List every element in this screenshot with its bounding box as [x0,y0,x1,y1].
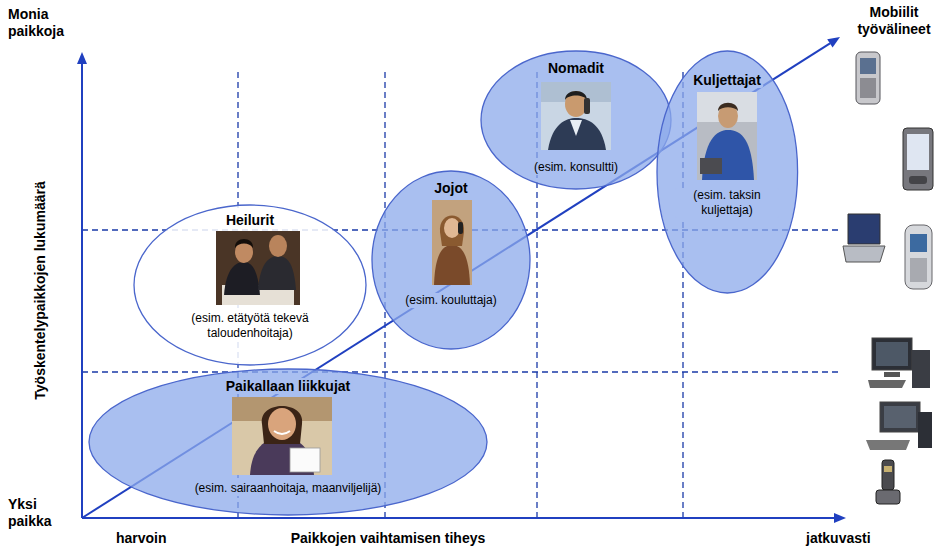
example-text: (esim. taksin kuljettaja) [675,188,779,218]
photo-jojo-part [444,218,460,238]
trend-arrow-part [82,43,830,518]
column-heading: Mobiilit työvälineet [852,4,936,38]
photo-stationary [232,397,332,475]
mobile-phone-icon-part [910,234,927,252]
desktop-computer-icon-part [912,350,930,388]
desktop-computer-icon-part [918,412,932,448]
mobile-phone-icon-part [860,58,876,74]
mobile-phone-icon-part [905,225,932,289]
laptop-icon-part [848,214,880,244]
pda-icon-part [903,128,933,190]
axis-label: jatkuvasti [806,530,906,547]
photo-nomad-part [584,98,590,114]
desktop-computer-icon-part [872,338,912,370]
grid-lines [82,72,840,518]
photo-driver-part [697,92,757,180]
example-text: (esim. etätyötä tekevä taloudenhoitaja) [173,311,327,341]
desktop-computer-icon-part [884,372,900,377]
photo-driver-part [718,103,738,111]
photo-jojo-part [432,200,472,285]
mobile-phone-icon-part [856,52,880,104]
example-text: (esim. kouluttaja) [403,293,498,308]
axis-lines-part [834,513,846,523]
photo-pendulum-part [258,256,296,290]
category-title: Paikallaan liikkujat [224,378,353,394]
laptop-icon [843,214,885,262]
pda-icon-part [909,176,927,184]
desktop-computer-icon-part [866,440,910,450]
axis-title: Työskentelypaikkojen lukumäärä [32,171,49,411]
mobile-phone-icon [905,225,932,289]
cordless-phone-icon-part [884,466,892,472]
photo-nomad-part [541,82,611,150]
photo-driver-part [700,158,722,174]
category-title: Heilurit [224,212,276,228]
ellipse-shape [89,369,487,515]
desktop-computer-icon-part [884,406,916,428]
example-text: (esim. konsultti) [532,160,620,175]
photo-stationary-part [262,406,302,444]
photo-nomad [541,82,611,150]
axis-lines-part [82,517,836,519]
photo-stationary-part [268,408,296,440]
category-title: Jojot [432,180,469,196]
desktop-computer-icon-part [880,402,920,432]
photo-jojo-part [434,245,470,285]
trend-arrow [82,37,840,518]
ellipse-shape [372,171,530,349]
mobile-phone-icon-part [860,78,876,98]
axis-label: Yksi paikka [8,496,60,530]
photo-nomad-part [548,118,606,150]
category-title: Kuljettajat [691,72,763,88]
ellipse-shape [134,205,366,365]
trend-arrow-part [827,37,840,48]
photo-stationary-part [290,448,320,472]
axis-lines-part [77,52,87,64]
photo-jojo-part [458,222,463,234]
desktop-computer-icon-part [876,342,908,366]
photo-driver [697,92,757,180]
photo-nomad-part [570,120,582,136]
photo-nomad-part [565,91,587,100]
mobile-phone-icon [856,52,880,104]
photo-pendulum-part [216,231,300,305]
photo-stationary-part [232,397,332,475]
laptop-icon-part [843,246,885,262]
axis-lines-part [81,62,83,518]
desktop-computer-icon-part [868,380,906,388]
axis-label: Paikkojen vaihtamisen tiheys [258,530,518,547]
desktop-computer-icon [868,338,930,388]
photo-nomad-part [565,91,587,117]
axis-label: harvoin [116,530,206,547]
photo-pendulum-part [269,235,287,257]
category-title: Nomadit [546,60,606,76]
photo-pendulum-part [224,262,260,295]
cordless-phone-icon-part [882,460,894,490]
pda-icon-part [907,134,929,170]
cordless-phone-icon [876,460,900,504]
axis-lines [77,52,846,523]
photo-pendulum-part [235,239,253,248]
pda-icon [903,128,933,190]
photo-jojo-part [440,216,464,247]
grid-lines-part [82,371,840,372]
ellipse-shape [481,51,671,189]
photo-stationary-part [274,431,290,434]
desktop-computer-icon [866,402,932,450]
axis-label: Monia paikkoja [8,6,80,40]
ellipse-shape [657,51,798,293]
photo-pendulum [216,231,300,305]
example-text: (esim. sairaanhoitaja, maanviljelijä) [193,481,384,496]
photo-jojo [432,200,472,285]
mobile-phone-icon-part [910,258,927,282]
cordless-phone-icon-part [876,490,900,504]
